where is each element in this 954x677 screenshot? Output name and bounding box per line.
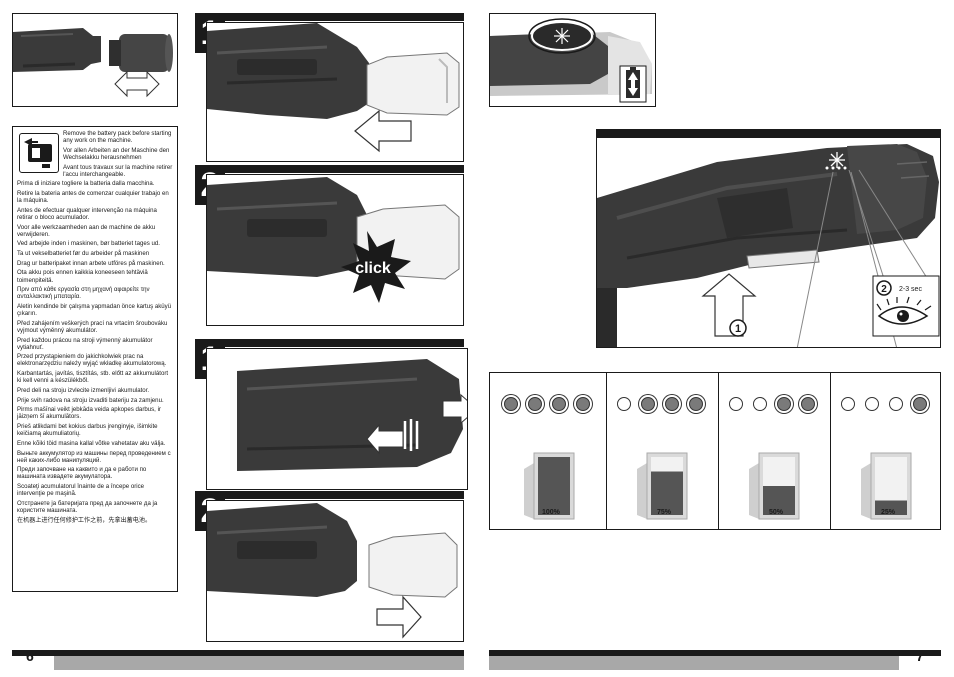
led-row — [719, 397, 830, 417]
warning-text: Pred každou prácou na stroji výmenný aku… — [17, 336, 153, 351]
battery-level-icon — [637, 452, 688, 520]
led-indicator-icon — [801, 397, 815, 411]
charge-percent-label: 25% — [881, 509, 896, 516]
step-header-bar — [195, 13, 464, 21]
warning-text: 在机器上进行任何修护工作之前，先拿出蓄电池。 — [17, 516, 152, 524]
warning-text: Prije svih radova na stroju izvaditi bat… — [17, 396, 164, 404]
warning-text: Prieš atlikdami bet kokius darbus įrengi… — [17, 423, 158, 438]
warning-text: Antes de efectuar qualquer intervenção n… — [17, 206, 157, 221]
warning-text: Pred deli na stroju izvlecite izmenljivi… — [17, 386, 150, 394]
led-row — [607, 397, 718, 417]
warning-text: Aletin kendinde bir çalışma yapmadan önc… — [17, 303, 172, 318]
led-row — [490, 397, 606, 417]
warning-text: Enne kõiki töid masina kallal võtke vahe… — [17, 439, 166, 447]
led-indicator-icon — [665, 397, 679, 411]
warning-text: Scoateţi acumulatorul înainte de a încep… — [17, 483, 145, 498]
figure-header-bar — [596, 129, 941, 137]
page-number-right: 7 — [916, 648, 924, 664]
warning-text: Voor alle werkzaamheden aan de machine d… — [17, 223, 156, 238]
footer-bar-dark — [12, 650, 464, 656]
charge-level-75: 75% — [607, 373, 719, 529]
step-header-bar — [195, 339, 464, 347]
warning-text: Drag ur batteripaket innan arbete utföre… — [17, 259, 165, 267]
led-indicator-icon — [913, 397, 927, 411]
remove-step-2-figure — [206, 500, 464, 642]
led-indicator-icon — [641, 397, 655, 411]
battery-removal-overview-figure — [12, 13, 178, 107]
step-marker-1: 1 — [735, 323, 741, 335]
warning-text: Pirms mašīnai veikt jebkāda veida apkope… — [17, 406, 161, 421]
charge-percent-label: 50% — [769, 509, 784, 516]
charge-level-panel: 100% 75% 50% — [489, 372, 941, 530]
warning-text: Ota akku pois ennen kaikkia koneeseen te… — [17, 269, 148, 284]
warning-text: Выньте аккумулятор из машины перед прове… — [17, 449, 171, 464]
insert-step-2-figure: click — [206, 174, 464, 326]
led-indicator-icon — [777, 397, 791, 411]
led-indicator-icon — [729, 397, 743, 411]
charge-level-50: 50% — [719, 373, 831, 529]
warning-text: Prima di iniziare togliere la batteria d… — [17, 180, 155, 188]
charge-level-25: 25% — [831, 373, 940, 529]
battery-level-icon — [749, 452, 800, 520]
led-indicator-icon — [889, 397, 903, 411]
led-indicator-icon — [689, 397, 703, 411]
step-header-bar — [195, 165, 464, 173]
charge-level-100: 100% — [490, 373, 607, 529]
led-indicator-icon — [576, 397, 590, 411]
warning-text: Ved arbejde inden i maskinen, bør batter… — [17, 240, 160, 248]
step-header-bar — [195, 491, 464, 499]
page-number-left: 6 — [26, 648, 34, 664]
battery-level-icon — [524, 452, 575, 520]
battery-removal-icon — [19, 133, 59, 173]
led-indicator-icon — [617, 397, 631, 411]
click-label: click — [355, 260, 391, 277]
led-indicator-icon — [528, 397, 542, 411]
warning-text: Retire la bateria antes de comenzar cual… — [17, 190, 169, 205]
step-marker-2: 2 — [881, 284, 887, 295]
warning-text: Avant tous travaux sur la machine retire… — [63, 163, 173, 178]
footer-bar — [489, 656, 899, 670]
warning-text: Πριν από κάθε εργασία στη μηχανή αφαιρεί… — [17, 286, 150, 301]
led-row — [831, 397, 940, 417]
warning-text: Ta ut vekselbatteriet før du arbeider på… — [17, 250, 150, 258]
led-indicator-icon — [753, 397, 767, 411]
charge-percent-label: 100% — [542, 509, 560, 516]
charge-indicator-overview-figure — [489, 13, 656, 107]
led-indicator-icon — [865, 397, 879, 411]
led-indicator-icon — [504, 397, 518, 411]
warning-text: Преди започване на каквито и да е работи… — [17, 466, 147, 481]
safety-warning-panel: Remove the battery pack before starting … — [12, 126, 178, 592]
led-indicator-icon — [552, 397, 566, 411]
warning-text: Przed przystąpieniem do jakichkolwiek pr… — [17, 353, 167, 368]
warning-lead-group: Remove the battery pack before starting … — [63, 130, 173, 178]
insert-step-1-figure — [206, 22, 464, 162]
warning-text: Před zahájením veškerých prací na vrtací… — [17, 319, 168, 334]
footer-bar-dark — [489, 650, 941, 656]
warning-text: Vor allen Arbeiten an der Maschine den W… — [63, 146, 170, 161]
charge-percent-label: 75% — [657, 509, 672, 516]
battery-level-icon — [861, 452, 912, 520]
charge-check-figure: 1 2 2-3 sec — [596, 137, 941, 348]
warning-text: Remove the battery pack before starting … — [63, 130, 172, 145]
warning-text: Отстранете ја батеријата пред да започне… — [17, 499, 158, 514]
footer-bar — [54, 656, 464, 670]
hold-time-label: 2-3 sec — [899, 286, 922, 293]
warning-text: Karbantartás, javítás, tisztítás, stb. e… — [17, 370, 169, 385]
remove-step-1-figure — [206, 348, 468, 490]
led-indicator-icon — [841, 397, 855, 411]
